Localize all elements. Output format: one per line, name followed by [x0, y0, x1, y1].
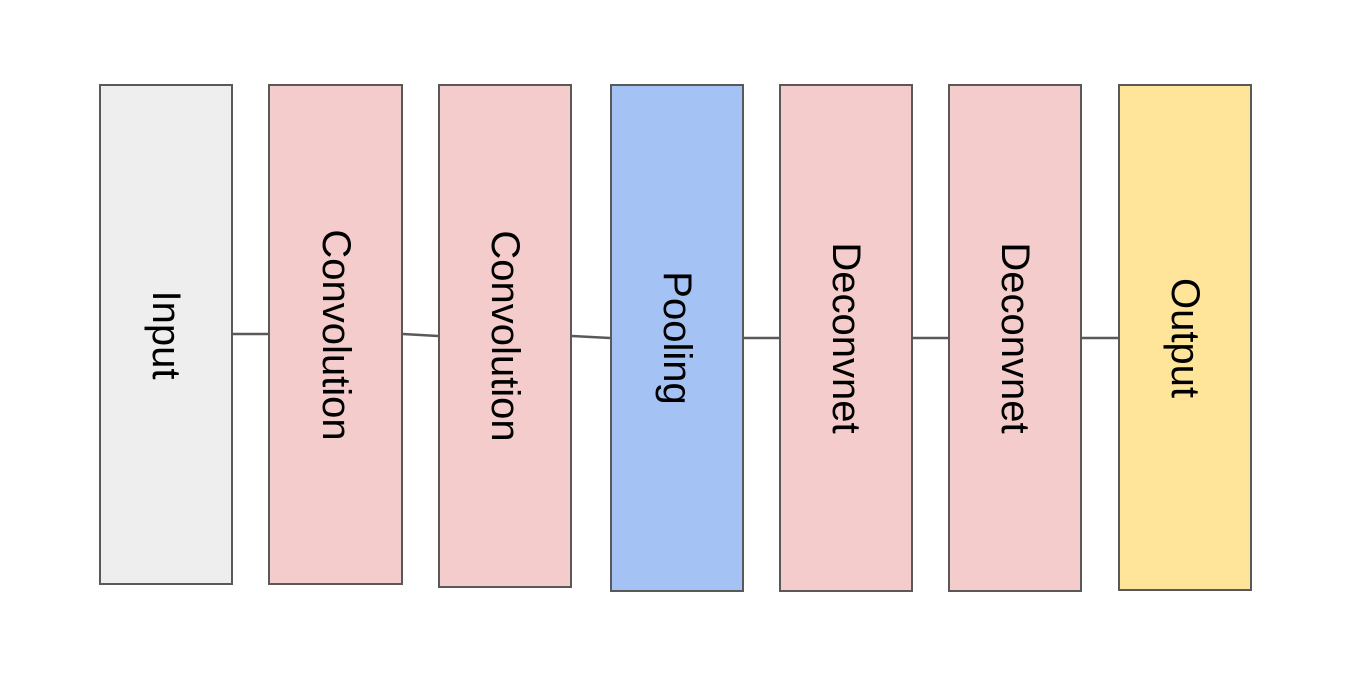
convolution-block-1: Convolution	[268, 84, 403, 585]
connector-conv2-pooling	[571, 334, 611, 340]
deconvnet-label-2: Deconvnet	[993, 242, 1037, 434]
deconvnet-block-1: Deconvnet	[779, 84, 913, 592]
pooling-block: Pooling	[610, 84, 744, 592]
output-block: Output	[1118, 84, 1252, 591]
deconvnet-block-2: Deconvnet	[948, 84, 1082, 592]
connector-conv1-conv2	[402, 332, 439, 338]
convolution-block-2: Convolution	[438, 84, 572, 588]
input-label: Input	[144, 290, 188, 379]
pooling-label: Pooling	[655, 271, 699, 405]
convolution-label-2: Convolution	[483, 230, 527, 442]
output-label: Output	[1163, 277, 1207, 398]
deconvnet-label-1: Deconvnet	[824, 242, 868, 434]
input-block: Input	[99, 84, 233, 585]
convolution-label-1: Convolution	[313, 228, 358, 441]
